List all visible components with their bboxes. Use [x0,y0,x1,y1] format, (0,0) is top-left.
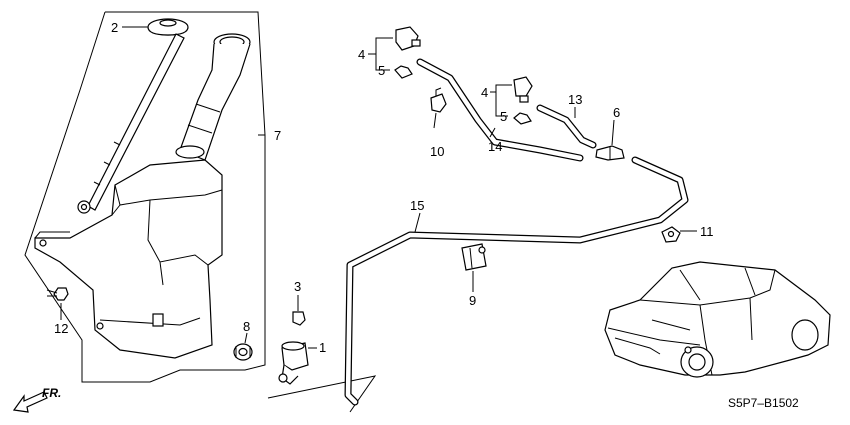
front-direction-arrow: FR. [12,386,61,413]
filler-cap [147,18,189,36]
callout-14: 14 [488,139,502,154]
washer-nozzle-rear [513,76,533,125]
callout-1: 1 [319,340,326,355]
hose-clamp-10 [430,87,447,113]
callout-4-upper: 4 [358,47,365,62]
callout-5-upper: 5 [378,63,385,78]
washer-reservoir-tank [34,159,223,359]
washer-tube-14 [416,58,584,162]
washer-tube-13 [536,104,597,149]
callout-12: 12 [54,321,68,336]
filler-neck [175,33,251,161]
pump-guide-lines [267,375,377,413]
callout-3: 3 [294,279,301,294]
callout-8: 8 [243,319,250,334]
washer-nozzle-front [394,26,421,79]
callout-9: 9 [469,293,476,308]
callout-5-lower: 5 [500,109,507,124]
washer-tube-15 [344,156,689,406]
diagram-code: S5P7–B1502 [728,396,799,410]
leader-lines [60,26,697,349]
callout-10: 10 [430,144,444,159]
washer-pump-motor [278,341,309,385]
vehicle-location-illustration [604,261,831,378]
callout-13: 13 [568,92,582,107]
callout-15: 15 [410,198,424,213]
direction-label: FR. [42,386,61,400]
callout-6: 6 [613,105,620,120]
pump-grommet [233,343,253,361]
hose-clip-9 [461,243,487,271]
hose-clip-11 [661,226,681,243]
callout-2: 2 [111,20,118,35]
three-way-joint [595,145,625,161]
callout-labels: 1 2 3 4 4 5 5 6 7 8 9 10 11 12 13 14 15 [54,20,714,355]
level-gauge [77,33,185,214]
callout-7: 7 [274,128,281,143]
flange-bolt [46,287,69,301]
hose-clip [292,311,306,326]
callout-11: 11 [700,224,714,239]
callout-4-lower: 4 [481,85,488,100]
